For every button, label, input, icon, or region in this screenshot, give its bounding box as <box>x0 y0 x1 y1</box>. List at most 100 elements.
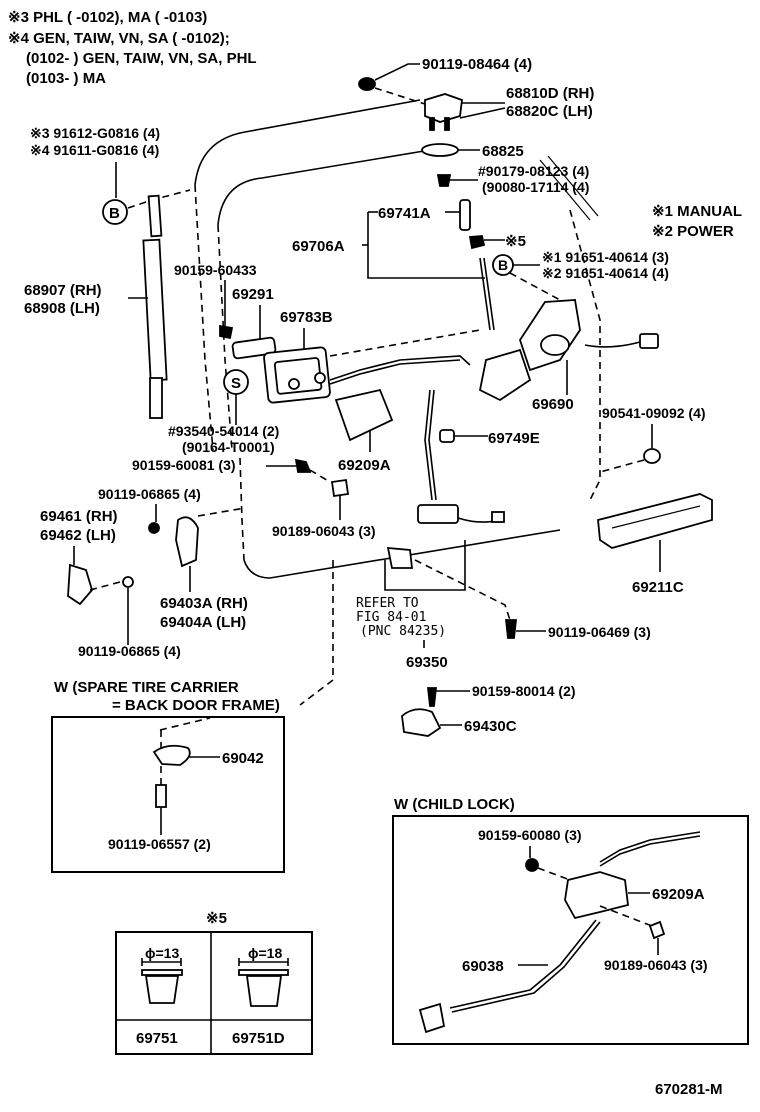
label-91651-40614-4: ※2 91651-40614 (4) <box>542 265 669 281</box>
refer-line-1: REFER TO <box>356 596 419 611</box>
hinge-assembly: 90119-08464 (4) 68810D (RH) 68820C (LH) … <box>358 56 594 195</box>
label-90541-09092: 90541-09092 (4) <box>602 405 706 421</box>
label-69461: 69461 (RH) <box>40 508 118 525</box>
label-68825: 68825 <box>482 143 524 160</box>
label-68810d: 68810D (RH) <box>506 85 594 102</box>
inset-title-1: W (SPARE TIRE CARRIER <box>54 679 239 696</box>
label-69690: 69690 <box>532 396 574 413</box>
note-line-1: ※3 PHL ( -0102), MA ( -0103) <box>8 9 207 26</box>
clip-table-frame <box>115 931 313 1055</box>
bellcrank-icon <box>334 388 394 442</box>
bracket-icon <box>152 744 191 766</box>
clip-diameter-1: ϕ=13 <box>145 945 179 961</box>
hinge-cover-icon <box>421 143 459 157</box>
bolt-icon <box>148 522 160 534</box>
nut-icon <box>648 920 666 940</box>
note-line-4: (0103- ) MA <box>26 70 106 87</box>
nut-icon <box>330 478 350 498</box>
label-69350: 69350 <box>406 654 448 671</box>
striker-icon <box>401 708 442 737</box>
label-91651-40614-3: ※1 91651-40614 (3) <box>542 249 669 265</box>
outside-handle-bracket-icon <box>597 493 713 549</box>
screw-icon <box>426 687 438 707</box>
clip-table: ※5 ϕ=13 69751 ϕ=18 69751D <box>115 910 313 1055</box>
child-lock-title: W (CHILD LOCK) <box>394 796 515 813</box>
check-body-icon <box>175 516 199 568</box>
label-90159-60080: 90159-60080 (3) <box>478 827 582 843</box>
label-69291: 69291 <box>232 286 274 303</box>
inset-title-2: = BACK DOOR FRAME) <box>112 697 280 714</box>
pad-icon <box>231 336 277 360</box>
right-parts: 90541-09092 (4) 69211C <box>597 405 713 596</box>
clip-column-2: ϕ=18 69751D <box>232 945 289 1047</box>
damper-cylinder-icon <box>142 238 168 382</box>
bolt-icon <box>358 77 376 91</box>
legend-manual: ※1 MANUAL <box>652 203 742 220</box>
label-mark5: ※5 <box>505 233 526 250</box>
handle-group: 90159-60433 69291 69783B S #93540-54014 … <box>168 262 481 455</box>
label-69403a: 69403A (RH) <box>160 595 248 612</box>
label-90159-60433: 90159-60433 <box>174 262 257 278</box>
refer-line-3: (PNC 84235) <box>360 624 446 639</box>
child-lock-frame <box>392 815 749 1045</box>
label-90080-17114: (90080-17114 (4) <box>482 179 589 195</box>
legend-power: ※2 POWER <box>652 223 734 240</box>
bolt-icon <box>525 858 539 872</box>
nut-icon <box>436 174 452 187</box>
s-symbol: S <box>231 375 241 392</box>
bolt-icon <box>122 576 134 588</box>
actuator-icon <box>540 334 570 356</box>
label-90189-06043: 90189-06043 (3) <box>272 523 376 539</box>
cushion-icon <box>643 448 661 464</box>
linkage-group: 69749E 90119-06469 (3) REFER TO FIG 84-0… <box>356 389 651 737</box>
inside-handle-icon <box>418 1002 446 1034</box>
lock-cylinder-icon <box>417 504 459 524</box>
note-line-2: ※4 GEN, TAIW, VN, SA ( -0102); <box>8 30 230 47</box>
clip-part-1: 69751 <box>136 1030 178 1047</box>
damper-stay: ※3 91612-G0816 (4) ※4 91611-G0816 (4) B … <box>24 125 191 419</box>
label-90159-80014: 90159-80014 (2) <box>472 683 576 699</box>
note-line-3: (0102- ) GEN, TAIW, VN, SA, PHL <box>26 50 257 67</box>
label-90179-08123: #90179-08123 (4) <box>478 163 589 179</box>
key-cylinder-icon <box>386 546 414 569</box>
label-90119-06865-top: 90119-06865 (4) <box>98 486 201 502</box>
screw-icon <box>504 619 518 639</box>
rod-icon <box>459 199 471 231</box>
bolt-icon <box>155 784 167 808</box>
bracket-icon <box>67 563 94 606</box>
refer-line-2: FIG 84-01 <box>356 610 426 625</box>
child-lock-inset: W (CHILD LOCK) 90159-60080 (3) 69209A 90… <box>392 796 749 1045</box>
hinge-lower-group: 90159-60081 (3) 90189-06043 (3) 69209A 9… <box>40 388 394 706</box>
lock-assembly: 69690 <box>329 299 659 413</box>
control-rod-group: 69706A 69741A ※5 B ※1 91651-40614 (3) ※2… <box>292 199 669 331</box>
label-68907: 68907 (RH) <box>24 282 102 299</box>
label-90119-06557: 90119-06557 (2) <box>108 836 211 852</box>
label-69209a: 69209A <box>338 457 391 474</box>
hinge-icon <box>424 93 463 123</box>
label-68820c: 68820C (LH) <box>506 103 593 120</box>
label-69741a: 69741A <box>378 205 431 222</box>
label-90164-t0001: (90164-T0001) <box>182 439 275 455</box>
clip-icon <box>144 975 180 1004</box>
back-door-outline <box>194 99 601 579</box>
bolt-icon <box>294 458 312 473</box>
clip-icon <box>439 429 455 443</box>
label-69211c: 69211C <box>632 579 684 596</box>
label-93540-54014: #93540-54014 (2) <box>168 423 279 439</box>
label-69749e: 69749E <box>488 430 540 447</box>
label-68908: 68908 (LH) <box>24 300 100 317</box>
label-69038: 69038 <box>462 958 504 975</box>
screw-icon <box>219 324 234 340</box>
label-69462: 69462 (LH) <box>40 527 116 544</box>
b-callout-icon <box>102 199 128 225</box>
clip-icon <box>245 975 283 1007</box>
clip-diameter-2: ϕ=18 <box>248 945 282 961</box>
child-lock-lever-icon <box>564 871 629 920</box>
clip-table-title: ※5 <box>206 910 227 927</box>
label-91612-g0816: ※3 91612-G0816 (4) <box>30 125 160 141</box>
label-69404a: 69404A (LH) <box>160 614 246 631</box>
label-69783b: 69783B <box>280 309 333 326</box>
figure-id: 670281-M <box>655 1081 723 1098</box>
